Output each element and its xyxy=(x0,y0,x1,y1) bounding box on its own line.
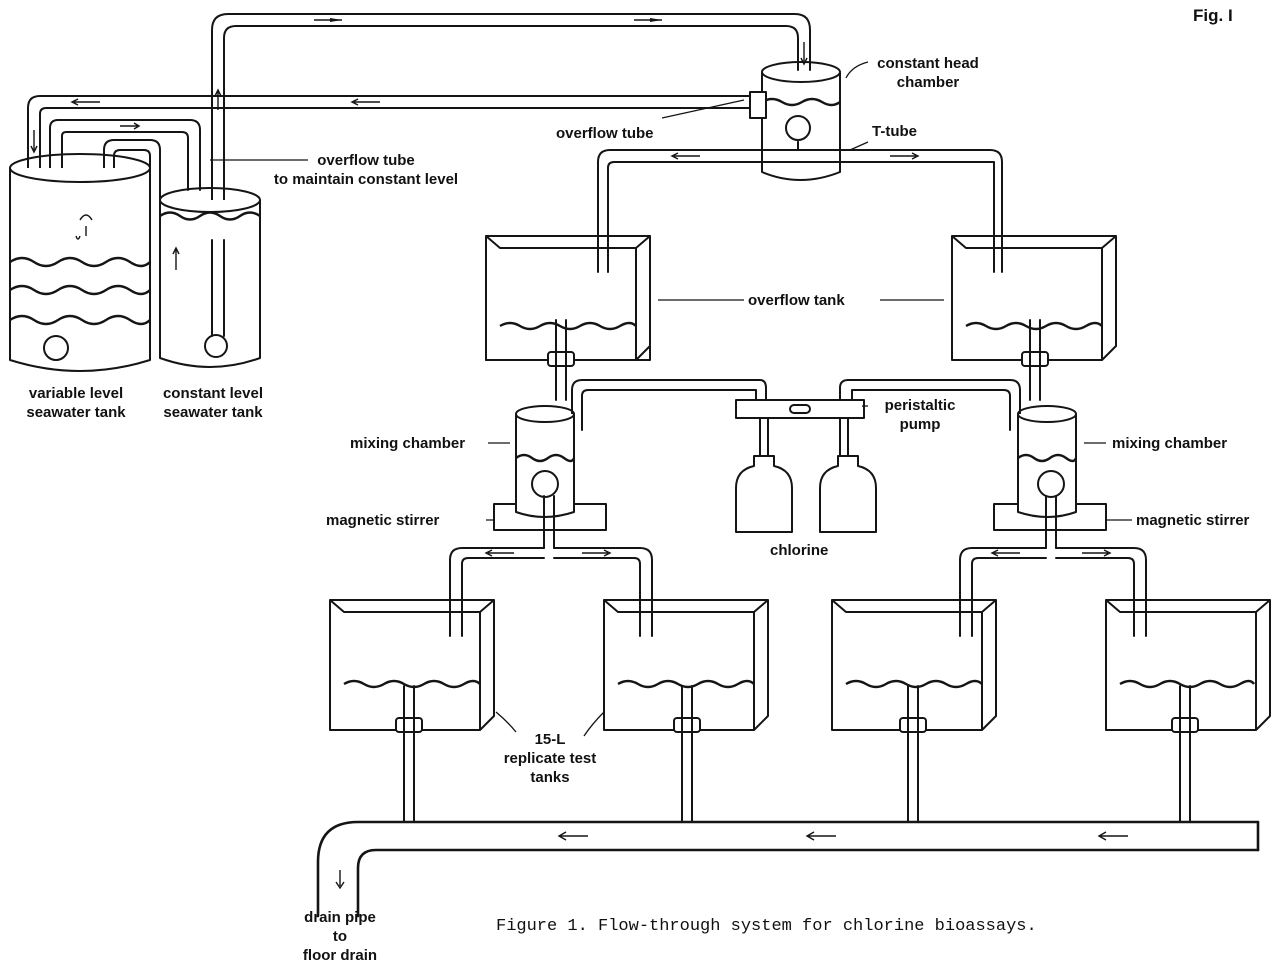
label-line: replicate test xyxy=(480,749,620,768)
label-line: drain pipe xyxy=(280,908,400,927)
supply-pipe xyxy=(212,14,810,240)
test-tank-2 xyxy=(604,600,768,822)
label-line: chamber xyxy=(868,73,988,92)
label-constant-head-chamber: constant head chamber xyxy=(868,54,988,92)
label-overflow-tube-top: overflow tube xyxy=(556,124,654,143)
label-line: seawater tank xyxy=(146,403,280,422)
label-chlorine: chlorine xyxy=(770,541,828,560)
test-tank-4 xyxy=(1106,600,1270,822)
label-line: seawater tank xyxy=(6,403,146,422)
label-overflow-tube-constant-level: overflow tube to maintain constant level xyxy=(250,151,482,189)
label-line: overflow tube xyxy=(250,151,482,170)
label-line: pump xyxy=(864,415,976,434)
drain-pipe xyxy=(318,822,1258,916)
label-line: variable level xyxy=(6,384,146,403)
distribution-pipes xyxy=(450,548,1146,636)
figure-number: Fig. I xyxy=(1193,6,1233,25)
constant-level-seawater-tank xyxy=(160,188,260,367)
label-line: to maintain constant level xyxy=(250,170,482,189)
label-line: constant head xyxy=(868,54,988,73)
label-mixing-chamber-right: mixing chamber xyxy=(1112,434,1227,453)
test-tank-1 xyxy=(330,600,494,822)
label-line: floor drain xyxy=(280,946,400,965)
overflow-tank-left xyxy=(486,236,650,400)
label-line: tanks xyxy=(480,768,620,787)
t-tube xyxy=(598,142,1002,272)
variable-level-seawater-tank xyxy=(10,154,150,371)
label-replicate-test-tanks: 15-L replicate test tanks xyxy=(480,730,620,787)
label-line: constant level xyxy=(146,384,280,403)
label-t-tube: T-tube xyxy=(872,122,917,141)
chlorine-bottles xyxy=(736,456,876,532)
label-variable-level-tank: variable level seawater tank xyxy=(6,384,146,422)
label-magnetic-stirrer-right: magnetic stirrer xyxy=(1136,511,1249,530)
label-overflow-tank: overflow tank xyxy=(748,291,845,310)
figure-caption: Figure 1. Flow-through system for chlori… xyxy=(496,917,1037,936)
label-line: 15-L xyxy=(480,730,620,749)
label-magnetic-stirrer-left: magnetic stirrer xyxy=(326,511,439,530)
label-peristaltic-pump: peristaltic pump xyxy=(864,396,976,434)
label-line: peristaltic xyxy=(864,396,976,415)
constant-head-chamber xyxy=(750,42,840,180)
label-constant-level-tank: constant level seawater tank xyxy=(146,384,280,422)
overflow-tank-right xyxy=(952,236,1116,400)
label-line: to xyxy=(280,927,400,946)
label-drain-pipe: drain pipe to floor drain xyxy=(280,908,400,965)
label-mixing-chamber-left: mixing chamber xyxy=(350,434,465,453)
mixing-chamber-left xyxy=(494,406,606,548)
